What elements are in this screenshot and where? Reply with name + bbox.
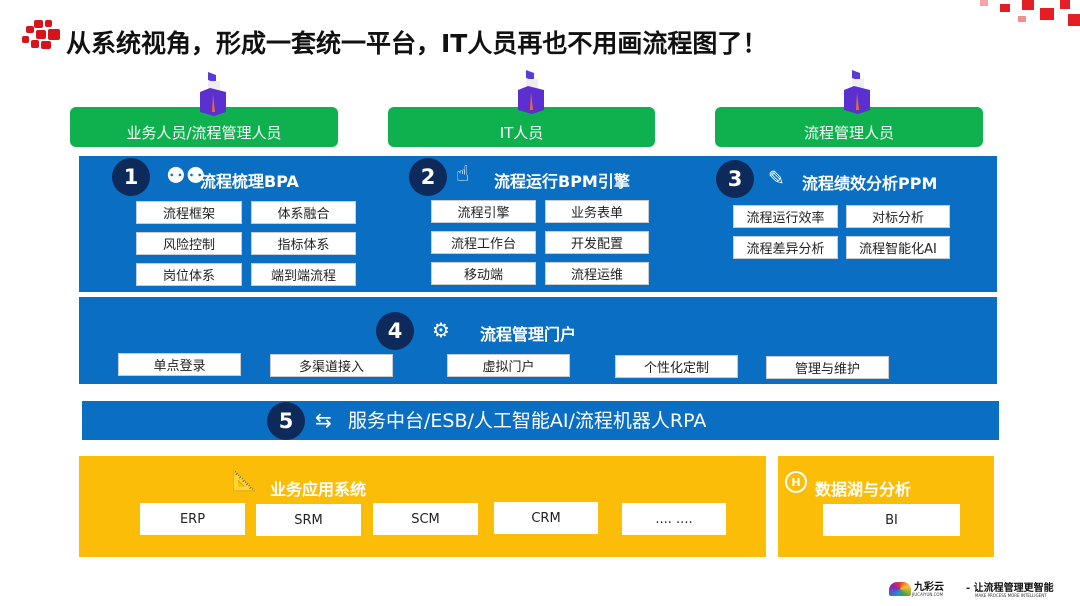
section-title: 服务中台/ESB/人工智能AI/流程机器人RPA <box>348 410 707 432</box>
section-title: 流程管理门户 <box>480 325 577 344</box>
brand-logo-icon <box>889 582 911 596</box>
analytics-item: BI <box>823 504 960 536</box>
bpm-item: 流程工作台 <box>431 231 536 254</box>
slogan-text: 让流程管理更智能 <box>973 583 1054 594</box>
slogan-en: MAKE PROCESS MORE INTELLIGENT <box>975 593 1047 598</box>
portal-item: 管理与维护 <box>766 356 889 379</box>
role-process-manager: 流程管理人员 <box>715 107 983 147</box>
brand-name: 九彩云 <box>914 582 944 593</box>
middleware-bar <box>82 401 999 440</box>
ppm-item: 对标分析 <box>846 205 950 228</box>
brand-domain: JIUCAIYUN.COM <box>912 592 944 597</box>
bpm-item: 业务表单 <box>545 200 649 223</box>
logo-icon <box>22 20 62 54</box>
touch-icon: ☝ <box>456 162 470 187</box>
app-item: .... .... <box>622 503 726 535</box>
person-icon <box>518 70 544 114</box>
step-number: 5 <box>267 402 305 440</box>
bpa-item: 流程框架 <box>136 201 242 224</box>
role-label: IT人员 <box>499 124 544 142</box>
chart-ruler-icon: 📐 <box>232 468 257 492</box>
bpa-item: 岗位体系 <box>136 263 242 286</box>
role-label: 流程管理人员 <box>803 124 894 142</box>
section-title: 流程绩效分析PPM <box>802 174 938 193</box>
lightbulb-icon: H <box>785 471 807 493</box>
org-chart-icon: ⚙ <box>432 318 450 342</box>
bpm-item: 流程运维 <box>545 262 649 285</box>
role-label: 业务人员/流程管理人员 <box>126 124 282 142</box>
app-item: SCM <box>373 503 478 535</box>
person-icon <box>200 72 226 116</box>
page-title: 从系统视角，形成一套统一平台，IT人员再也不用画流程图了！ <box>66 29 768 58</box>
app-item: SRM <box>256 504 361 536</box>
section-title: 流程运行BPM引擎 <box>494 172 630 191</box>
bpa-item: 指标体系 <box>251 232 356 255</box>
ppm-item: 流程智能化AI <box>846 236 950 259</box>
step-number: 1 <box>112 158 150 196</box>
role-business: 业务人员/流程管理人员 <box>70 107 338 147</box>
step-number: 2 <box>409 158 447 196</box>
section-title: 数据湖与分析 <box>815 480 912 499</box>
portal-item: 单点登录 <box>118 353 241 376</box>
portal-item: 个性化定制 <box>615 355 738 378</box>
ppm-item: 流程运行效率 <box>733 205 838 228</box>
bpa-item: 体系融合 <box>251 201 356 224</box>
app-item: CRM <box>494 502 598 534</box>
portal-item: 多渠道接入 <box>270 354 393 377</box>
role-it: IT人员 <box>388 107 655 147</box>
slogan: - 让流程管理更智能 <box>966 583 1054 594</box>
bpa-item: 风险控制 <box>136 232 242 255</box>
exchange-icon: ⇆ <box>315 408 332 432</box>
step-number: 3 <box>716 160 754 198</box>
bpm-item: 流程引擎 <box>431 200 536 223</box>
ppm-item: 流程差异分析 <box>733 236 838 259</box>
section-title: 流程梳理BPA <box>200 172 299 191</box>
corner-decoration <box>960 0 1080 28</box>
portal-item: 虚拟门户 <box>447 354 570 377</box>
step-number: 4 <box>376 312 414 350</box>
people-icon: ⚉⚉ <box>166 164 206 189</box>
section-title: 业务应用系统 <box>270 480 367 499</box>
bpm-item: 开发配置 <box>545 231 649 254</box>
app-item: ERP <box>140 503 245 535</box>
bpa-item: 端到端流程 <box>251 263 356 286</box>
document-edit-icon: ✎ <box>768 166 785 190</box>
person-icon <box>844 70 870 114</box>
bpm-item: 移动端 <box>431 262 536 285</box>
